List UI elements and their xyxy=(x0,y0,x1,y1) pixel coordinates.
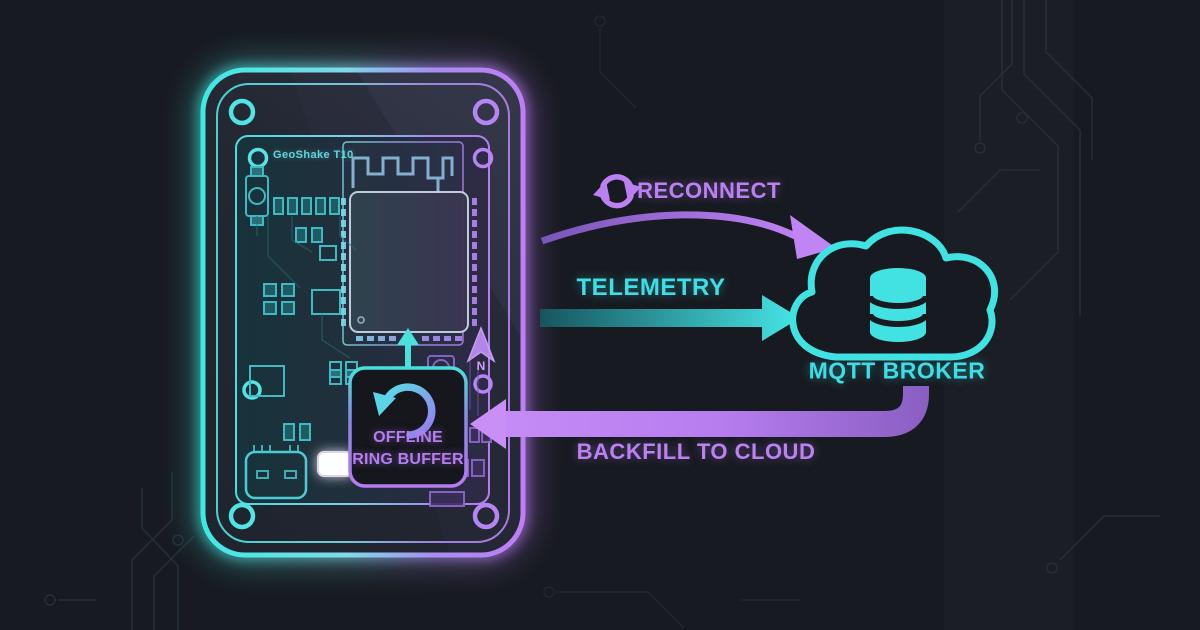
north-arrow-icon xyxy=(466,325,496,364)
screw-hole xyxy=(228,98,256,126)
device xyxy=(200,67,526,558)
sync-icon xyxy=(593,174,641,209)
telemetry-flow xyxy=(540,295,800,341)
compass-label: N xyxy=(476,359,486,373)
ring-buffer-box xyxy=(348,328,468,488)
telemetry-arrow xyxy=(540,295,800,341)
backfill-flow xyxy=(470,386,929,449)
ring-buffer-label-line2: RING BUFFER xyxy=(352,451,464,468)
backfill-arrowhead xyxy=(470,399,506,449)
ring-buffer-label: OFFLINE RING BUFFER xyxy=(350,427,466,471)
database-icon xyxy=(867,268,929,342)
led-indicator xyxy=(317,451,353,477)
screw-hole xyxy=(472,502,500,530)
background-circuit-traces xyxy=(44,0,1160,630)
ring-buffer-icon xyxy=(373,383,436,439)
antenna-trace-icon xyxy=(351,156,454,192)
screw-hole xyxy=(472,98,500,126)
screw-holes xyxy=(228,98,500,530)
backfill-label: BACKFILL TO CLOUD xyxy=(576,439,816,464)
buffer-to-chip-arrowhead xyxy=(397,328,419,345)
reconnect-label: RECONNECT xyxy=(637,178,781,203)
reconnect-arc-arrow xyxy=(540,211,797,245)
enclosure-inner-line xyxy=(216,83,510,543)
mqtt-broker-label: MQTT BROKER xyxy=(808,357,986,384)
reconnect-arrowhead xyxy=(790,215,836,259)
telemetry-label: TELEMETRY xyxy=(576,274,726,301)
chip-pads xyxy=(341,198,477,341)
board-label: GeoShake T10 xyxy=(273,149,354,161)
screw-hole xyxy=(228,502,256,530)
wifi-module-chip xyxy=(341,191,477,341)
reconnect-flow xyxy=(540,174,836,259)
backfill-arrow xyxy=(506,386,929,437)
ring-buffer-label-line1: OFFLINE xyxy=(373,429,443,446)
broker xyxy=(789,226,999,361)
usb-c-port-icon xyxy=(244,445,308,500)
